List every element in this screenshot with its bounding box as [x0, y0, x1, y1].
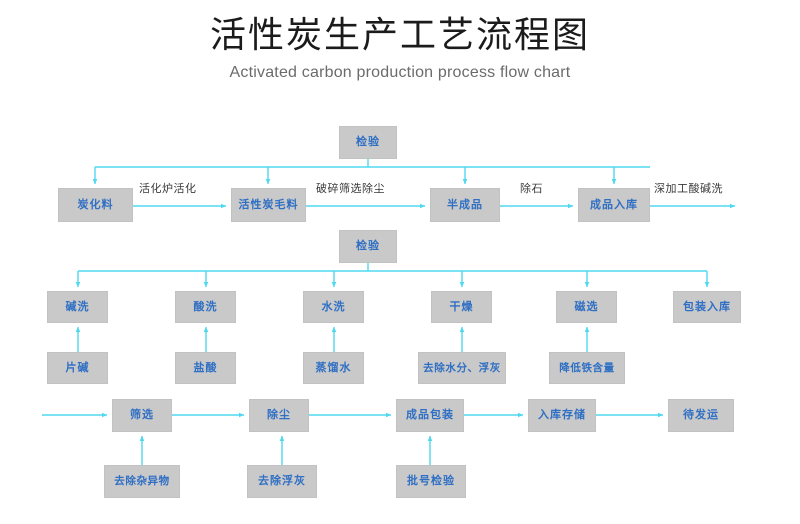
- node-raw-carbon[interactable]: 活性炭毛料: [231, 188, 306, 222]
- node-remove-ash[interactable]: 去除浮灰: [247, 465, 317, 498]
- node-finished-store[interactable]: 成品入库: [578, 188, 650, 222]
- wire-inspect-top-bus: [92, 159, 650, 185]
- node-screening[interactable]: 筛选: [112, 399, 172, 432]
- node-await-ship[interactable]: 待发运: [668, 399, 734, 432]
- node-flake-alkali[interactable]: 片碱: [47, 352, 108, 384]
- node-warehouse[interactable]: 入库存储: [528, 399, 596, 432]
- node-inspect-top[interactable]: 检验: [339, 126, 397, 159]
- edge-label-lab-crush: 破碎筛选除尘: [316, 183, 385, 195]
- node-drying[interactable]: 干燥: [431, 291, 492, 323]
- node-inspect-mid[interactable]: 检验: [339, 230, 397, 263]
- page-title: 活性炭生产工艺流程图: [209, 14, 590, 55]
- node-reduce-iron[interactable]: 降低铁含量: [549, 352, 625, 384]
- wire-inspect-mid-bus: [75, 263, 710, 288]
- node-water-wash[interactable]: 水洗: [303, 291, 364, 323]
- node-distilled[interactable]: 蒸馏水: [303, 352, 364, 384]
- node-acid-wash[interactable]: 酸洗: [175, 291, 236, 323]
- node-dedust[interactable]: 除尘: [249, 399, 309, 432]
- node-alkali-wash[interactable]: 碱洗: [47, 291, 108, 323]
- node-remove-moist[interactable]: 去除水分、浮灰: [418, 352, 506, 384]
- edge-label-lab-activation: 活化炉活化: [139, 183, 197, 195]
- page-subtitle: Activated carbon production process flow…: [229, 64, 571, 81]
- node-hydrochloric[interactable]: 盐酸: [175, 352, 236, 384]
- node-batch-inspect[interactable]: 批号检验: [396, 465, 466, 498]
- node-semi-product[interactable]: 半成品: [430, 188, 500, 222]
- node-final-pack[interactable]: 成品包装: [396, 399, 464, 432]
- edge-label-lab-destone: 除石: [520, 183, 543, 195]
- node-pack-store[interactable]: 包装入库: [673, 291, 741, 323]
- edge-label-lab-deep-wash: 深加工酸碱洗: [654, 183, 723, 195]
- node-magnetic[interactable]: 磁选: [556, 291, 617, 323]
- chart-header: 活性炭生产工艺流程图 Activated carbon production p…: [0, 12, 800, 86]
- node-carbonized[interactable]: 炭化料: [58, 188, 133, 222]
- node-remove-foreign[interactable]: 去除杂异物: [104, 465, 180, 498]
